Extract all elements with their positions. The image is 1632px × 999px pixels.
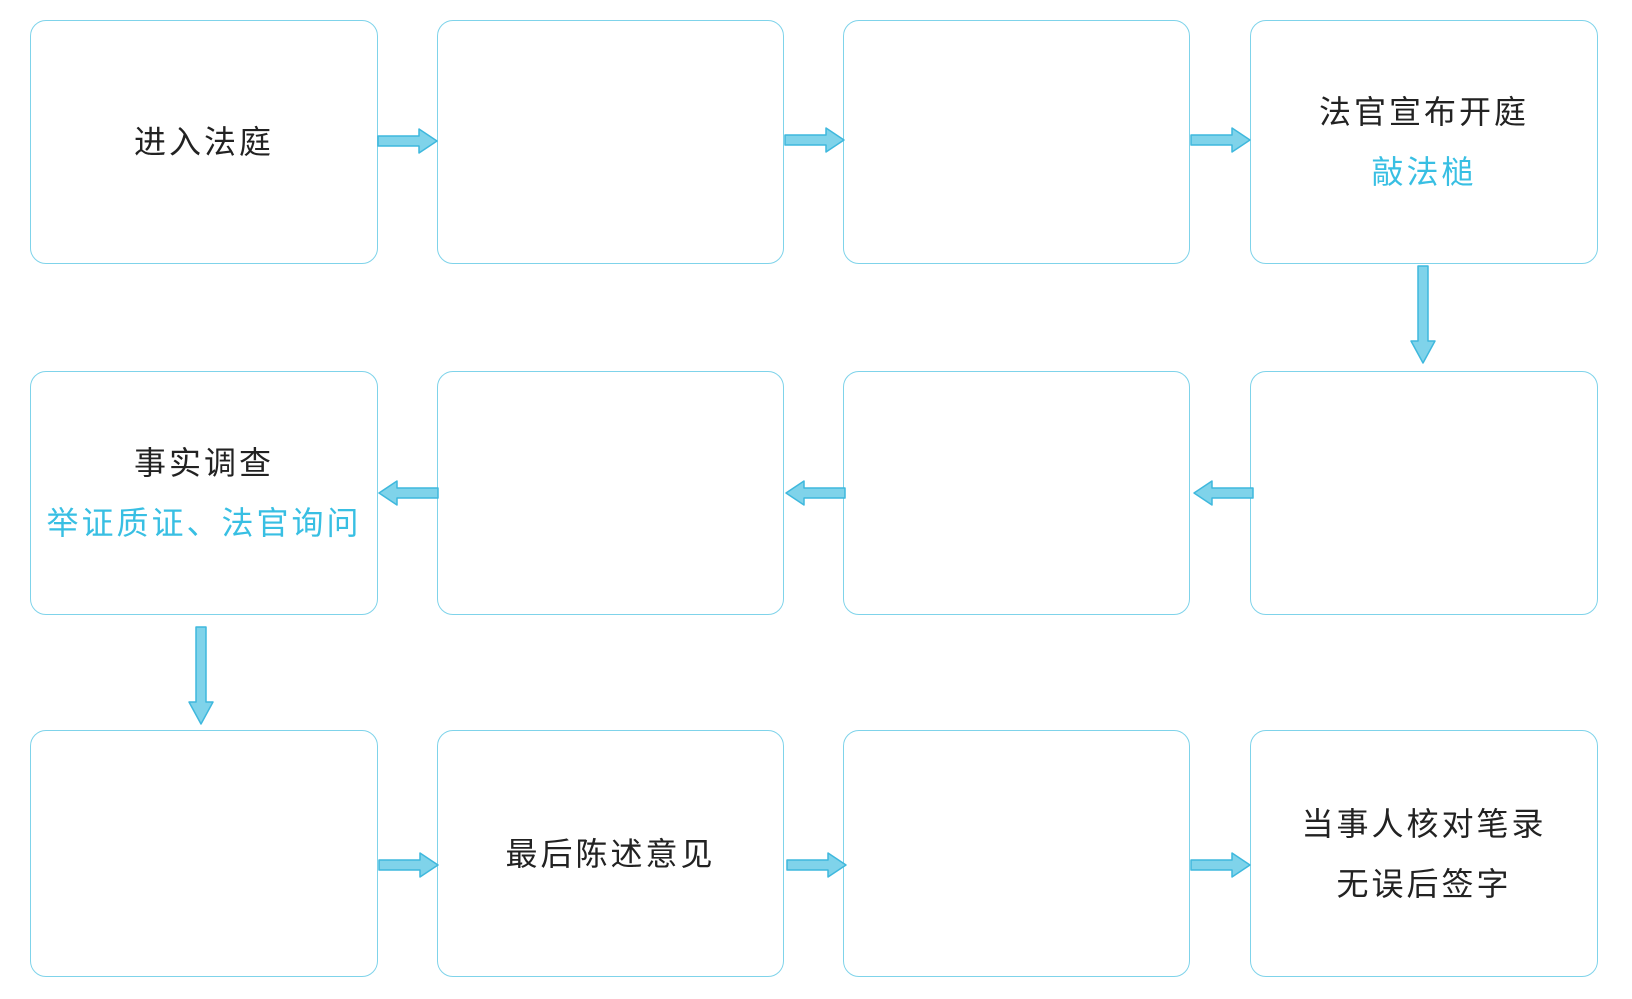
arrow-left-icon xyxy=(785,480,846,506)
step-10-title: 最后陈述意见 xyxy=(505,834,716,873)
step-8-title: 事实调查 xyxy=(133,444,274,482)
step-box-10: 最后陈述意见 xyxy=(437,730,784,977)
step-12-subtitle: 无误后签字 xyxy=(1336,864,1512,903)
step-box-2 xyxy=(437,20,784,264)
step-box-6 xyxy=(843,371,1190,615)
arrow-right-icon xyxy=(786,852,847,878)
step-box-1: 进入法庭 xyxy=(30,20,378,264)
step-box-12: 当事人核对笔录 无误后签字 xyxy=(1250,730,1598,977)
step-box-3 xyxy=(843,20,1190,264)
arrow-right-icon xyxy=(377,128,438,154)
arrow-down-icon xyxy=(1410,265,1436,364)
arrow-down-icon xyxy=(188,626,214,725)
step-box-11 xyxy=(843,730,1190,977)
step-box-4: 法官宣布开庭 敲法槌 xyxy=(1250,20,1598,264)
step-box-8: 事实调查 举证质证、法官询问 xyxy=(30,371,378,615)
arrow-left-icon xyxy=(378,480,439,506)
step-4-title: 法官宣布开庭 xyxy=(1318,93,1529,131)
step-12-title: 当事人核对笔录 xyxy=(1301,804,1547,843)
step-4-subtitle: 敲法槌 xyxy=(1371,153,1477,191)
arrow-left-icon xyxy=(1193,480,1254,506)
step-8-subtitle: 举证质证、法官询问 xyxy=(46,504,362,542)
arrow-right-icon xyxy=(1190,852,1251,878)
arrow-right-icon xyxy=(1190,127,1251,153)
step-1-title: 进入法庭 xyxy=(133,123,274,161)
step-box-9 xyxy=(30,730,378,977)
step-box-5 xyxy=(1250,371,1598,615)
arrow-right-icon xyxy=(378,852,439,878)
step-box-7 xyxy=(437,371,784,615)
arrow-right-icon xyxy=(784,127,845,153)
